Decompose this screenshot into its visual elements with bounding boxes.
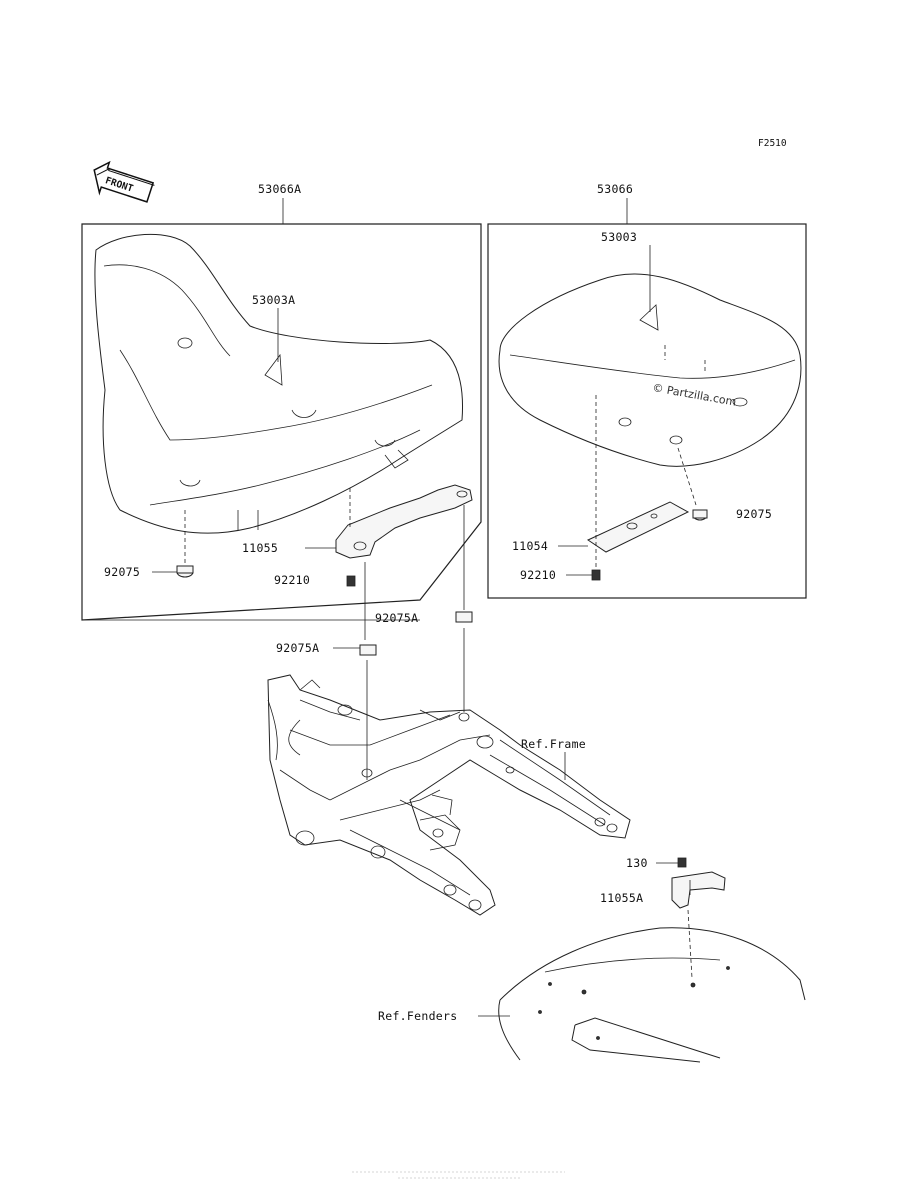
- label-92210-left: 92210: [274, 573, 310, 587]
- label-53066A: 53066A: [258, 182, 301, 196]
- seat-assembly-right: 53066 53003 © Partzilla.com 92075 11054 …: [487, 182, 807, 599]
- label-ref-fenders: Ref.Fenders: [378, 1009, 457, 1023]
- label-11055A: 11055A: [600, 891, 643, 905]
- label-130: 130: [626, 856, 648, 870]
- bracket-11055: [335, 484, 473, 559]
- label-53003A: 53003A: [252, 293, 295, 307]
- label-ref-frame: Ref.Frame: [521, 737, 586, 751]
- label-92075-left: 92075: [104, 565, 140, 579]
- front-arrow-icon: FRONT: [93, 160, 155, 203]
- fender: Ref.Fenders: [378, 927, 806, 1063]
- frame: Ref.Frame: [267, 674, 631, 916]
- watermark: © Partzilla.com: [651, 381, 737, 409]
- label-11054: 11054: [512, 539, 548, 553]
- label-11055: 11055: [242, 541, 278, 555]
- bracket-11054: [586, 501, 690, 553]
- label-92075A-a: 92075A: [375, 611, 418, 625]
- grommets-92075A: 92075A 92075A: [276, 505, 473, 780]
- label-92075-right: 92075: [736, 507, 772, 521]
- label-92075A-b: 92075A: [276, 641, 319, 655]
- label-92210-right: 92210: [520, 568, 556, 582]
- figure-code: F2510: [758, 138, 787, 149]
- fender-bracket: 130 11055A: [600, 856, 726, 979]
- label-53003: 53003: [601, 230, 637, 244]
- seat-left: [94, 233, 464, 534]
- footer-marks: [352, 1171, 565, 1179]
- seat-right: [498, 273, 802, 467]
- seat-assembly-left: 53066A 53003A 92075 11055 92210: [81, 182, 482, 621]
- label-53066: 53066: [597, 182, 633, 196]
